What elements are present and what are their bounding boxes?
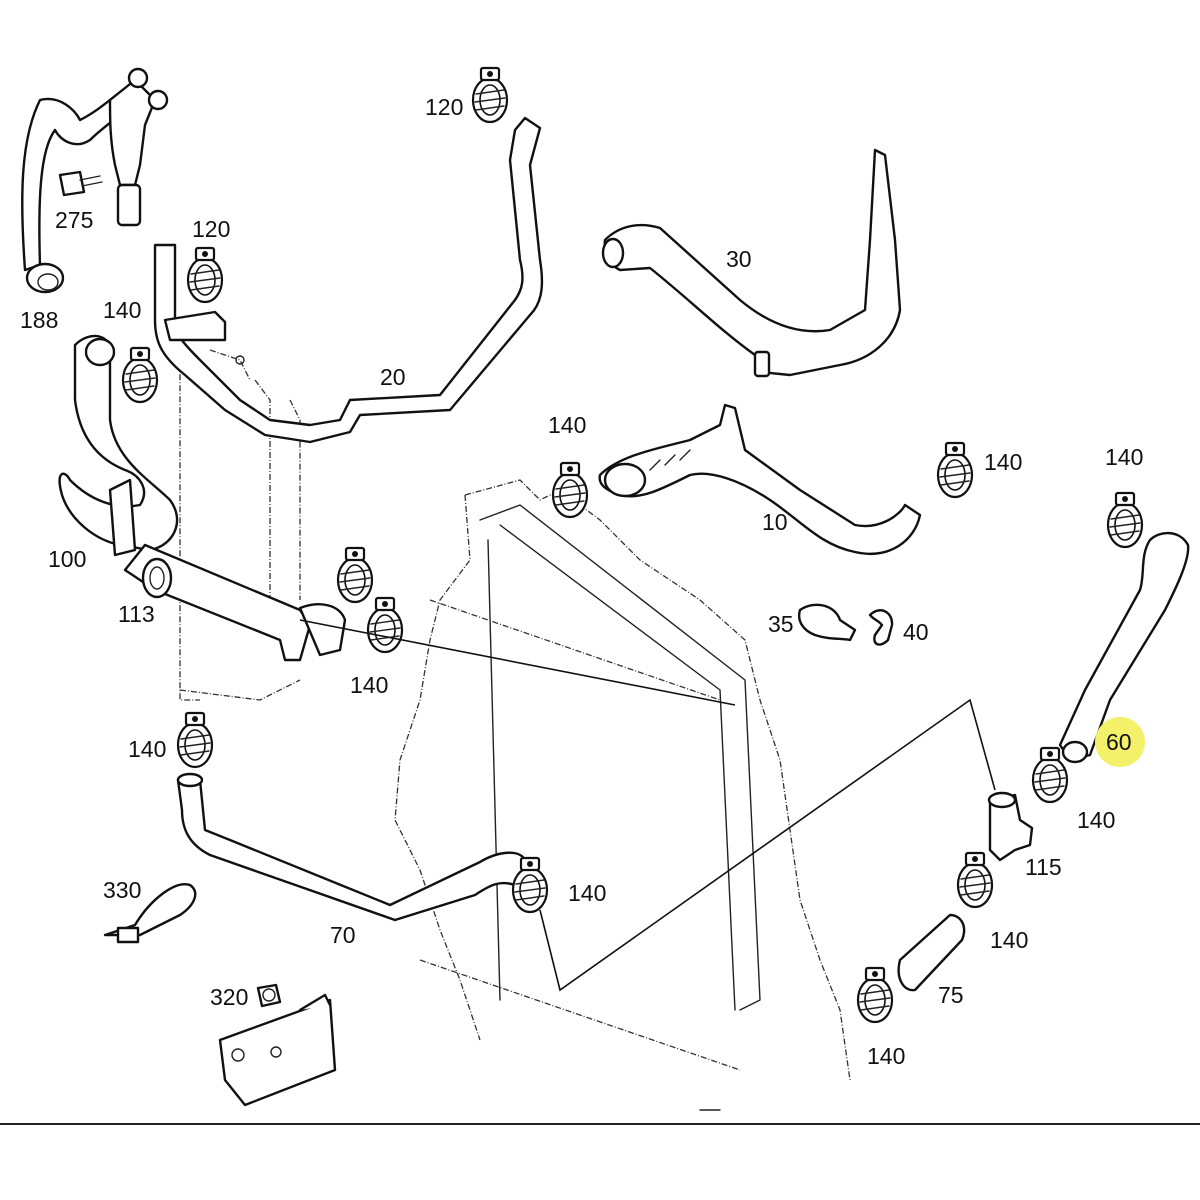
hose-188 xyxy=(21,67,169,294)
label-20: 20 xyxy=(380,364,406,390)
clip-35 xyxy=(798,603,857,642)
label-140-lower-right: 140 xyxy=(990,927,1028,953)
leader-lines xyxy=(299,619,996,992)
label-75: 75 xyxy=(938,982,964,1008)
label-188: 188 xyxy=(20,307,58,333)
label-140-right-mid: 140 xyxy=(1077,807,1115,833)
label-10: 10 xyxy=(762,509,788,535)
clip-40 xyxy=(868,609,894,646)
strap-330 xyxy=(103,883,197,944)
highlight-marker xyxy=(1095,717,1145,767)
clamp-140-right-mid xyxy=(1031,746,1069,804)
label-140-mid-left: 140 xyxy=(350,672,388,698)
hose-70 xyxy=(176,772,532,922)
clamp-140-center xyxy=(551,461,589,519)
tee-115 xyxy=(987,791,1034,862)
hose-75 xyxy=(897,913,966,992)
bracket-320 xyxy=(218,983,337,1107)
clamp-140-right-upper xyxy=(936,441,974,499)
label-140-far-right: 140 xyxy=(1105,444,1143,470)
label-35: 35 xyxy=(768,611,794,637)
label-30: 30 xyxy=(726,246,752,272)
clamp-140-mid-left-a xyxy=(336,546,374,604)
radiator-outline xyxy=(394,479,851,1111)
clamp-140-far-right xyxy=(1106,491,1144,549)
clamp-140-lower-right xyxy=(956,851,994,909)
pipe-113 xyxy=(123,543,347,662)
label-60: 60 xyxy=(1106,729,1132,755)
hose-60 xyxy=(1058,531,1190,764)
label-140-center: 140 xyxy=(548,412,586,438)
label-120-top: 120 xyxy=(425,94,463,120)
label-115: 115 xyxy=(1025,854,1062,880)
label-100: 100 xyxy=(48,546,86,572)
label-140-right-upper: 140 xyxy=(984,449,1022,475)
bolt-275 xyxy=(58,170,103,197)
hose-20 xyxy=(153,116,544,444)
clamp-120-left xyxy=(186,246,224,304)
clamp-120-top xyxy=(471,66,509,124)
clamp-140-lower-left xyxy=(176,711,214,769)
label-40: 40 xyxy=(903,619,929,645)
label-275: 275 xyxy=(55,207,93,233)
label-140-top-left: 140 xyxy=(103,297,141,323)
hose-100 xyxy=(58,334,179,557)
hose-10 xyxy=(598,403,922,555)
label-330: 330 xyxy=(103,877,141,903)
clamp-140-top-left xyxy=(121,346,159,404)
label-120-left: 120 xyxy=(192,216,230,242)
clamp-140-mid-left-b xyxy=(366,596,404,654)
label-320: 320 xyxy=(210,984,248,1010)
label-70: 70 xyxy=(330,922,356,948)
label-140-hose70: 140 xyxy=(568,880,606,906)
label-140-lower-left: 140 xyxy=(128,736,166,762)
clamp-140-bottom xyxy=(856,966,894,1024)
hose-30 xyxy=(601,148,902,378)
label-113: 113 xyxy=(118,601,155,627)
label-140-bottom: 140 xyxy=(867,1043,905,1069)
part-labels: 275 188 120 120 140 20 30 140 10 140 140… xyxy=(20,94,1143,1069)
